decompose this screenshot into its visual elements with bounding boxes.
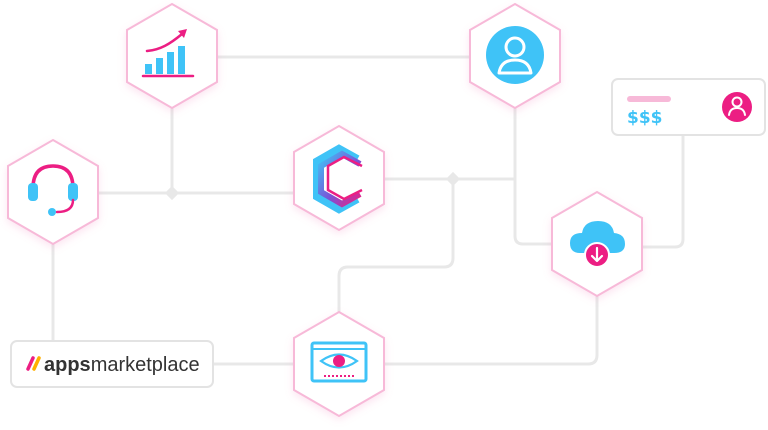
c-logo-icon (313, 144, 363, 214)
connector-user-cloud (513, 55, 599, 246)
payment-card[interactable]: $$$ (611, 78, 766, 136)
apps-marketplace-mark-icon (26, 356, 41, 371)
logo-card-bg (10, 340, 214, 388)
user-avatar-icon (486, 26, 544, 84)
connector-card-cloud (595, 133, 685, 249)
node-support[interactable] (7, 138, 99, 246)
junction-dot-right (445, 171, 461, 187)
logo-brand-regular: marketplace (91, 354, 200, 376)
node-cloud-download[interactable] (551, 190, 643, 298)
apps-marketplace-logo-card[interactable]: appsmarketplace (10, 340, 214, 388)
payment-card-label-bar (627, 96, 671, 102)
hex-support (7, 138, 99, 246)
eye-monitor-icon (310, 341, 368, 383)
user-circle-icon (722, 92, 752, 122)
connector-junction-visibility (337, 177, 455, 368)
node-analytics[interactable] (126, 2, 218, 110)
cloud-download-icon (570, 221, 625, 268)
headset-icon (28, 164, 78, 216)
node-visibility[interactable] (293, 310, 385, 418)
svg-text:appsmarketplace: appsmarketplace (44, 354, 200, 376)
logo-brand-bold: apps (44, 354, 91, 376)
connector-lines (51, 55, 685, 368)
node-core-platform[interactable] (293, 124, 385, 232)
connector-visibility-cloud (337, 242, 599, 366)
payment-currency-text: $$$ (627, 108, 663, 128)
node-user-profile[interactable] (469, 2, 561, 110)
junction-dot-left (164, 185, 180, 201)
growth-chart-icon (141, 29, 195, 78)
payment-card-bg (611, 78, 766, 136)
hex-core-platform (293, 124, 385, 232)
